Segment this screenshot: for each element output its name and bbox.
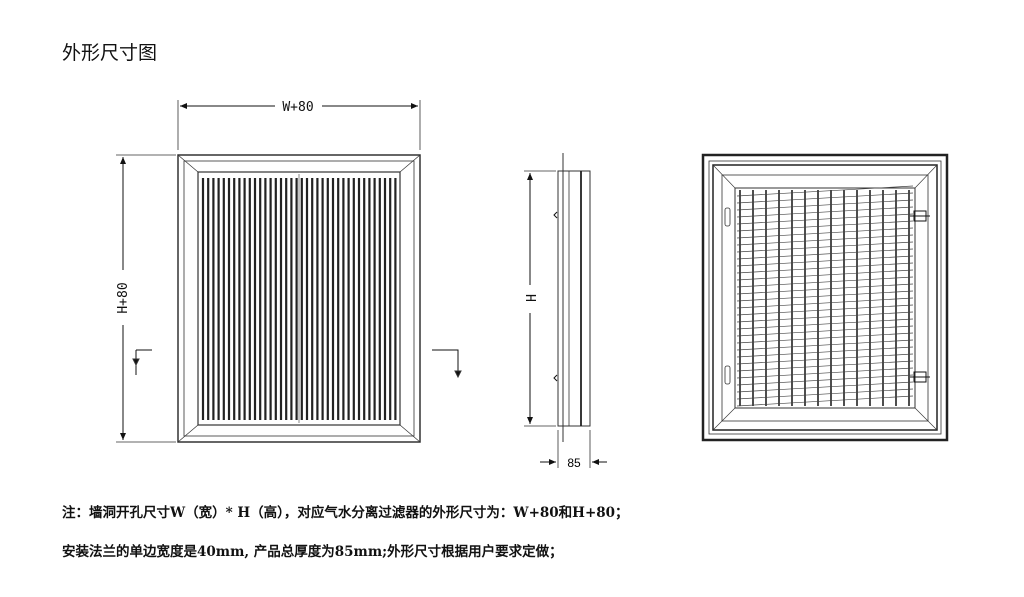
hinge-icon (910, 371, 930, 383)
page-title: 外形尺寸图 (62, 42, 158, 64)
depth-dimension-label: 85 (567, 456, 581, 470)
mesh-strand (736, 185, 914, 197)
mesh-strand (736, 346, 914, 358)
mesh-strand (736, 283, 914, 295)
mesh-strand (736, 290, 914, 302)
mesh-strand (736, 325, 914, 337)
mesh-strand (736, 199, 914, 211)
mesh-strand (736, 332, 914, 344)
note-line-2: 安装法兰的单边宽度是40mm, 产品总厚度为85mm;外形尺寸根据用户要求定做； (62, 544, 563, 560)
mesh-strand (736, 269, 914, 281)
mesh-strand (736, 255, 914, 267)
mesh-strand (736, 353, 914, 365)
front-view (116, 100, 462, 443)
mesh-strand (736, 339, 914, 351)
mesh-strand (736, 311, 914, 323)
mesh-strand (736, 192, 914, 204)
mesh-strand (736, 367, 914, 379)
note-line-1: 注：墙洞开孔尺寸W（宽）* H（高），对应气水分离过滤器的外形尺寸为：W+80和… (62, 505, 629, 521)
height-dimension-label: H+80 (116, 282, 131, 313)
mesh-strand (736, 206, 914, 218)
mesh-strand (736, 297, 914, 309)
mesh-strand (736, 213, 914, 225)
mesh-strand (736, 276, 914, 288)
mesh-strand (736, 241, 914, 253)
hinge-icon (910, 210, 930, 222)
mesh-strand (736, 248, 914, 260)
rear-view (701, 153, 949, 442)
mesh-strand (736, 234, 914, 246)
mesh-strand (736, 318, 914, 330)
mesh-strand (736, 360, 914, 372)
side-view (524, 153, 607, 468)
mesh-strand (736, 374, 914, 386)
mesh-strand (736, 388, 914, 400)
mesh-strand (736, 304, 914, 316)
mesh-strand (736, 395, 914, 407)
width-dimension-label: W+80 (282, 100, 313, 115)
mesh-strand (736, 381, 914, 393)
mesh-strand (736, 220, 914, 232)
side-height-label: H (525, 294, 540, 302)
mesh-strand (736, 227, 914, 239)
mesh-strand (736, 262, 914, 274)
